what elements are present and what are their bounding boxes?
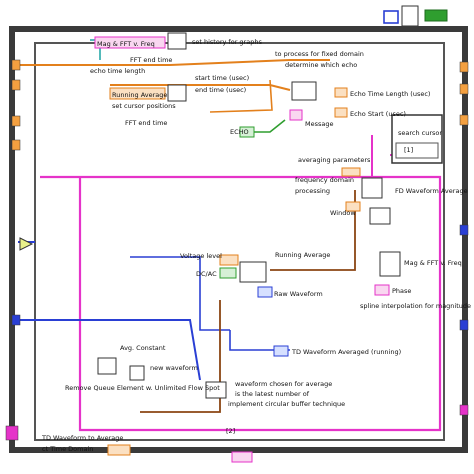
phase-indicator[interactable] bbox=[374, 284, 390, 296]
left-terminal-6[interactable] bbox=[5, 425, 19, 441]
left-terminal-1[interactable] bbox=[11, 59, 21, 71]
label-fd-waveform-average: FD Waveform Average bbox=[395, 187, 468, 195]
spline-block[interactable] bbox=[379, 251, 401, 277]
label-fft-end-time: FFT end time bbox=[130, 56, 172, 64]
brown-wire-2 bbox=[140, 300, 221, 413]
label-raw-waveform: Raw Waveform bbox=[274, 290, 323, 298]
left-terminal-5[interactable] bbox=[11, 314, 21, 326]
avg-constant-node[interactable] bbox=[97, 357, 117, 375]
label-running-average-2: Running Average bbox=[275, 251, 330, 259]
label-echo-start-usec: Echo Start (usec) bbox=[350, 110, 406, 118]
label-echo-time-length: echo time length bbox=[90, 67, 145, 75]
status-icon[interactable] bbox=[424, 9, 448, 22]
label-echo: ECHO bbox=[230, 128, 249, 136]
label-running-average: Running Average bbox=[112, 91, 167, 99]
outer-while-loop bbox=[9, 26, 468, 453]
queue-node[interactable] bbox=[129, 365, 145, 381]
label-end-time: end time (usec) bbox=[195, 86, 246, 94]
right-terminal-6[interactable] bbox=[459, 404, 469, 416]
label-determine-echo: determine which echo bbox=[285, 61, 357, 69]
td-waveform-to-average-indicator[interactable] bbox=[107, 444, 131, 456]
blue-wire-mid bbox=[130, 256, 230, 331]
label-phase: Phase bbox=[392, 287, 411, 295]
right-terminal-5[interactable] bbox=[459, 319, 469, 331]
right-terminals bbox=[459, 61, 469, 416]
mag-fft-indicator[interactable] bbox=[94, 36, 166, 49]
echo-start-indicator[interactable] bbox=[334, 107, 348, 118]
stop-icon[interactable] bbox=[401, 5, 419, 27]
label-avg-constant: Avg. Constant bbox=[120, 344, 166, 352]
label-b1: [1] bbox=[404, 146, 413, 154]
label-ct-time-domain: ct Time Domain bbox=[42, 445, 93, 453]
label-new-waveform: new waveform bbox=[150, 364, 198, 372]
echo-length-indicator[interactable] bbox=[334, 87, 348, 98]
right-terminal-1[interactable] bbox=[459, 61, 469, 73]
label-set-history-graph: set history for graphs bbox=[192, 38, 262, 46]
cursor-node[interactable] bbox=[167, 84, 187, 102]
bottom-center-node[interactable] bbox=[231, 451, 253, 463]
raw-waveform-node[interactable] bbox=[257, 286, 273, 298]
averaging-node[interactable] bbox=[341, 167, 361, 177]
label-to-process-field: to process for fixed domain bbox=[275, 50, 364, 58]
label-voltage-level: Voltage level bbox=[180, 252, 222, 260]
label-window: Window bbox=[330, 209, 356, 217]
blue-wire-bottom bbox=[18, 319, 201, 381]
blue-icon[interactable] bbox=[383, 10, 399, 24]
right-terminal-2[interactable] bbox=[459, 83, 469, 95]
orange-wire-loop bbox=[209, 79, 273, 113]
running-average-indicator[interactable] bbox=[109, 87, 166, 100]
fd-waveform-node[interactable] bbox=[369, 207, 391, 225]
running-average-node[interactable] bbox=[239, 261, 267, 283]
history-node[interactable] bbox=[167, 32, 187, 50]
message-indicator[interactable] bbox=[289, 109, 303, 121]
right-terminal-3[interactable] bbox=[459, 114, 469, 126]
label-to-latest-number: is the latest number of bbox=[235, 390, 310, 398]
label-dcac: DC/AC bbox=[196, 270, 217, 278]
label-echo-time-length-usec: Echo Time Length (usec) bbox=[350, 90, 430, 98]
label-td-waveform-averaged: TD Waveform Averaged (running) bbox=[291, 348, 401, 356]
search-cursor-inner[interactable] bbox=[395, 142, 439, 159]
toolbar bbox=[383, 5, 448, 27]
label-mag-fft-freq: Mag & FFT v. Freq bbox=[404, 259, 462, 267]
label-mag-fft: Mag & FFT v. Freq bbox=[97, 40, 155, 48]
label-set-cursor-positions: set cursor positions bbox=[112, 102, 176, 110]
voltage-level-node[interactable] bbox=[219, 254, 239, 266]
label-td-waveform-to-average: TD Waveform to Average bbox=[41, 434, 123, 442]
dcac-node[interactable] bbox=[219, 267, 237, 279]
left-terminal-3[interactable] bbox=[11, 115, 21, 127]
label-search-cursor: search cursor bbox=[398, 129, 442, 137]
left-terminals bbox=[5, 59, 21, 441]
label-remove-queue: Remove Queue Element w. Unlimited Flow S… bbox=[65, 384, 220, 392]
td-waveform-indicator[interactable] bbox=[273, 345, 289, 357]
left-terminal-2[interactable] bbox=[11, 79, 21, 91]
blue-wire-bottom-right bbox=[229, 330, 290, 351]
pink-wire-main bbox=[40, 175, 442, 432]
right-terminal-4[interactable] bbox=[459, 224, 469, 236]
brown-wire-1 bbox=[270, 190, 356, 271]
label-implement-circular-buffer: implement circular buffer technique bbox=[228, 400, 345, 408]
label-spline-interpolation: spline interpolation for magnitude bbox=[360, 302, 471, 310]
label-fft-end-time-2: FFT end time bbox=[125, 119, 167, 127]
label-processing: processing bbox=[295, 187, 330, 195]
orange-wire-top bbox=[18, 59, 330, 66]
echo-select-node[interactable] bbox=[291, 81, 317, 101]
shift-register-left[interactable] bbox=[19, 237, 34, 251]
label-frequency-domain: frequency domain bbox=[295, 176, 354, 184]
label-message: Message bbox=[305, 120, 334, 128]
label-b2: [2] bbox=[226, 427, 235, 435]
label-start-time: start time (usec) bbox=[195, 74, 249, 82]
echo-indicator[interactable] bbox=[239, 126, 255, 138]
left-terminal-4[interactable] bbox=[11, 139, 21, 151]
window-node[interactable] bbox=[345, 201, 361, 212]
label-averaging-parameters: averaging parameters bbox=[298, 156, 371, 164]
buffer-node[interactable] bbox=[205, 381, 227, 399]
fft-processing-node[interactable] bbox=[361, 177, 383, 199]
label-waveform-chosen: waveform chosen for average bbox=[235, 380, 332, 388]
